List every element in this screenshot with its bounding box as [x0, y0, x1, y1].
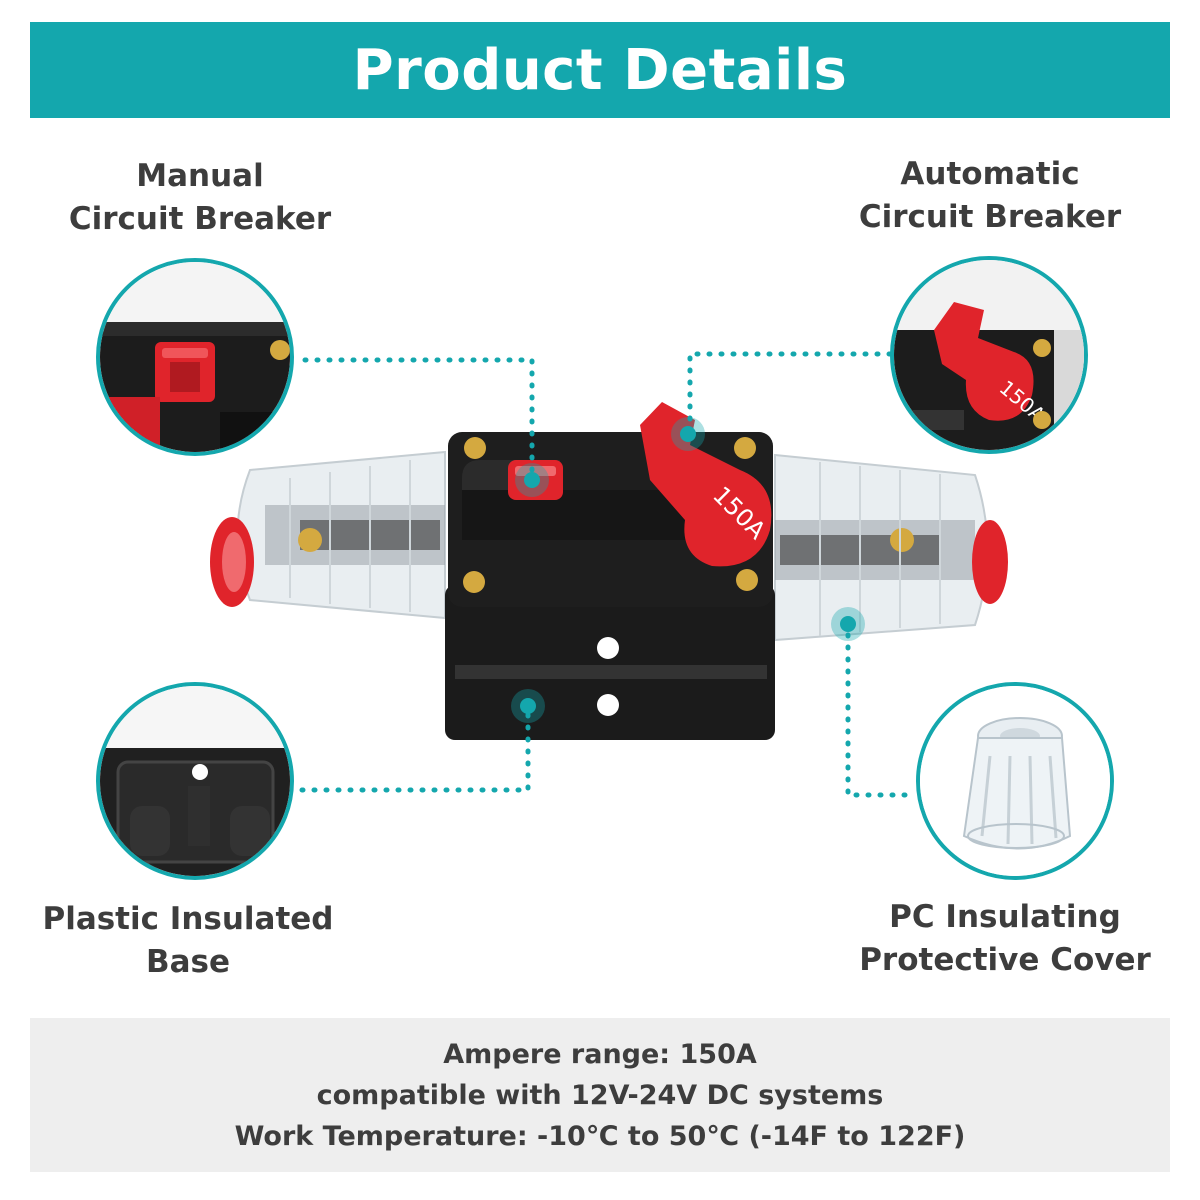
detail-protective-cover: [916, 682, 1114, 880]
header-banner: Product Details: [30, 22, 1170, 118]
callout-lines: [299, 351, 908, 798]
label-protective-cover: PC Insulating Protective Cover: [859, 899, 1151, 978]
spec-work-temperature: Work Temperature: -10℃ to 50℃ (-14F to 1…: [234, 1120, 966, 1152]
switch-lever: [640, 402, 772, 567]
spec-compatibility: compatible with 12V-24V DC systems: [316, 1079, 884, 1111]
detail-manual-button: [96, 258, 294, 456]
label-automatic-breaker: Automatic Circuit Breaker: [858, 156, 1122, 235]
page-title: Product Details: [352, 37, 848, 103]
breaker-body: 150A: [448, 402, 773, 607]
label-manual-breaker: Manual Circuit Breaker: [68, 158, 332, 237]
breaker-base: [445, 585, 775, 740]
detail-insulated-base: [96, 682, 294, 880]
left-fuse-holder: [210, 450, 446, 620]
callout-markers: [511, 417, 865, 723]
spec-ampere-range: Ampere range: 150A: [443, 1038, 757, 1070]
label-insulated-base: Plastic Insulated Base: [42, 901, 334, 980]
right-fuse-holder: [774, 453, 1008, 642]
specs-panel: Ampere range: 150A compatible with 12V-2…: [30, 1018, 1170, 1172]
